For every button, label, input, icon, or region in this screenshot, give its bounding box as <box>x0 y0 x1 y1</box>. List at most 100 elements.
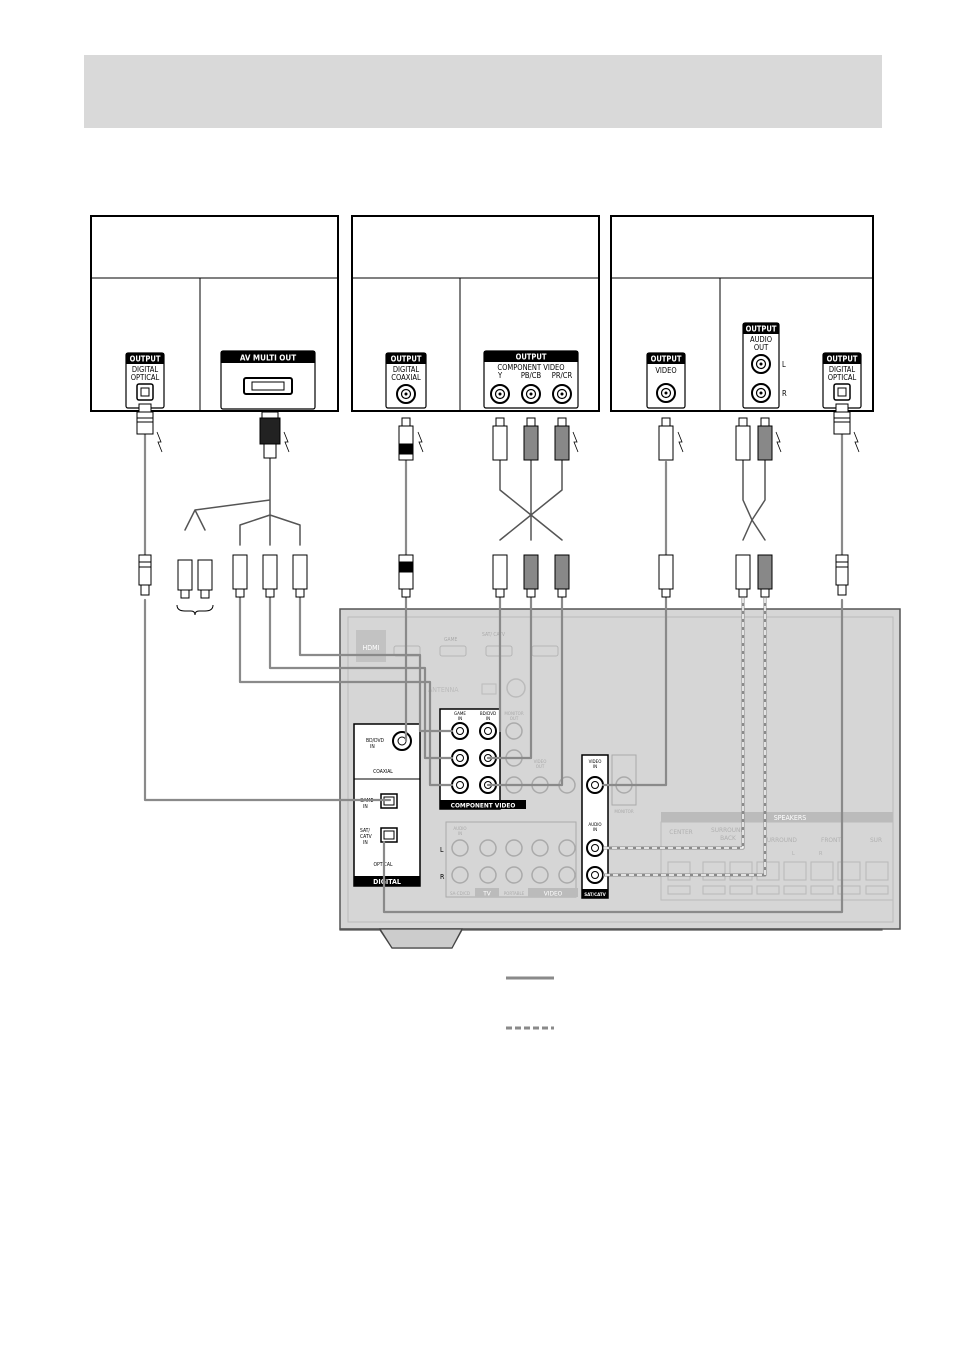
comp-bd-in-2: IN <box>486 716 490 722</box>
rca-jack-icon <box>490 384 510 404</box>
optical-plug-icon <box>136 403 163 453</box>
surround-label: SURROUND <box>763 836 797 844</box>
rca-plug-icon <box>554 554 570 598</box>
rca-jack-icon <box>451 749 469 767</box>
receiver-rear-panel: HDMI GAME SAT/ CATV ANTENNA DIGITAL BD/D… <box>339 608 901 949</box>
right-channel-label: R <box>440 873 445 881</box>
bd-component-output-panel: OUTPUT COMPONENT VIDEO Y PB/CB PR/CR <box>483 350 579 409</box>
tv-label: TV <box>482 890 491 898</box>
center-label: CENTER <box>669 828 692 836</box>
legend <box>506 976 554 1030</box>
rca-plugs-top <box>398 417 782 461</box>
sat-in-line1: SAT/ <box>360 828 370 834</box>
video-out-1: VIDEO <box>534 759 547 765</box>
comp-bd-in-1: BD/DVD <box>480 711 496 717</box>
audio-inputs-faint <box>445 821 577 898</box>
digital-input-panel: DIGITAL BD/DVD IN COAXIAL GAME IN SAT/ C… <box>353 723 421 887</box>
rca-jack-icon <box>751 383 771 403</box>
sat-in-line3: IN <box>363 840 368 846</box>
spk-l-label: L <box>792 851 795 857</box>
digital-label: DIGITAL <box>373 878 401 886</box>
sat-video-output-panel: OUTPUT VIDEO <box>646 352 686 409</box>
speakers-label: SPEAKERS <box>774 814 807 822</box>
sat-audio-line2: OUT <box>754 343 769 352</box>
rca-plug-icon <box>492 554 508 598</box>
rca-jack-icon <box>451 722 469 740</box>
monitor-label: MONITOR <box>614 809 634 815</box>
sur-partial-label: SUR <box>870 836 882 844</box>
comp-game-in-1: GAME <box>454 711 466 717</box>
game-optical-line1: DIGITAL <box>132 365 159 374</box>
audio-in-2: IN <box>593 827 597 833</box>
video-in-1: VIDEO <box>589 759 602 765</box>
surround-back-1: SURROUND <box>711 826 745 834</box>
rca-jack-icon <box>586 839 604 857</box>
component-video-label: COMPONENT VIDEO <box>451 802 516 810</box>
optical-jack-icon <box>833 383 851 401</box>
rca-jack-icon <box>751 354 771 374</box>
sat-audio-r: R <box>782 389 787 398</box>
rca-plug-icon <box>292 554 308 598</box>
cable-av-multi-trunk <box>184 457 301 546</box>
rca-plug-icon <box>757 417 773 461</box>
optical-in-jack <box>380 827 398 843</box>
rca-plug-icon <box>262 554 278 598</box>
monitor-out-2: OUT <box>510 716 519 722</box>
bd-dvd-in-line2: IN <box>370 744 375 750</box>
bd-comp-tag: OUTPUT <box>516 353 547 362</box>
rca-plug-icon <box>735 417 751 461</box>
game-av-multi-out-panel: AV MULTI OUT <box>220 350 316 410</box>
sat-audio-tag: OUTPUT <box>746 325 777 334</box>
rca-plug-icon <box>398 554 414 598</box>
rca-plug-icon <box>523 417 539 461</box>
cable-sat-optical <box>382 428 844 914</box>
rca-plug-icon <box>658 554 674 598</box>
rca-plug-icon <box>658 417 674 461</box>
sat-audio-line1: AUDIO <box>750 335 772 344</box>
sat-optical-output-panel: OUTPUT DIGITAL OPTICAL <box>822 352 862 409</box>
optical-plug-icon <box>138 554 152 596</box>
rca-jack-icon <box>521 384 541 404</box>
sat-video-tag: OUTPUT <box>651 355 682 364</box>
sat-optical-line1: DIGITAL <box>829 365 856 374</box>
rca-jack-icon <box>451 776 469 794</box>
rca-jack-icon <box>479 722 497 740</box>
header-band <box>84 55 882 128</box>
sat-optical-tag: OUTPUT <box>827 355 858 364</box>
cable-bd-component-harness <box>499 459 563 541</box>
cable-component-game-y <box>298 593 454 733</box>
optical-plug-icon <box>833 403 860 453</box>
rca-plugs-bottom <box>176 554 773 616</box>
cable-component-game <box>238 593 454 787</box>
bd-coax-tag: OUTPUT <box>391 355 422 364</box>
cable-bd-component <box>486 593 564 787</box>
game-in-line2: IN <box>363 804 368 810</box>
coaxial-label: COAXIAL <box>373 769 393 775</box>
bd-comp-sub-pr: PR/CR <box>552 371 573 380</box>
game-optical-tag: OUTPUT <box>130 355 161 364</box>
optical-jack-icon <box>136 383 154 401</box>
monitor-out-1: MONITOR <box>504 711 524 717</box>
cable-game-optical <box>143 428 392 802</box>
rca-jack-icon <box>586 776 604 794</box>
rca-plug-icon <box>523 554 539 598</box>
cable-sat-audio-harness <box>742 459 766 541</box>
satcatv-tag: SAT/CATV <box>584 892 606 898</box>
optical-plug-icon <box>835 554 849 596</box>
antenna-label: ANTENNA <box>428 686 459 694</box>
speakers-section-faint: SPEAKERS CENTER SURROUND BACK SURROUND F… <box>660 812 894 901</box>
sat-audio-l: L <box>782 360 786 369</box>
rca-plug-icon <box>398 417 414 461</box>
component-input-panel: COMPONENT VIDEO GAME IN BD/DVD IN MONITO… <box>439 708 576 810</box>
game-multi-tag: AV MULTI OUT <box>240 354 296 363</box>
bd-comp-sub-pb: PB/CB <box>521 371 542 380</box>
bd-coax-line2: COAXIAL <box>391 373 421 382</box>
cable-sat-video <box>601 460 668 787</box>
audio-in-short-2: IN <box>458 831 462 837</box>
portable-label: PORTABLE <box>504 891 525 897</box>
rca-plug-icon <box>757 554 773 598</box>
brace-icon <box>176 604 214 616</box>
bd-dvd-in-line1: BD/DVD <box>366 738 385 744</box>
rca-plug-icon <box>492 417 508 461</box>
